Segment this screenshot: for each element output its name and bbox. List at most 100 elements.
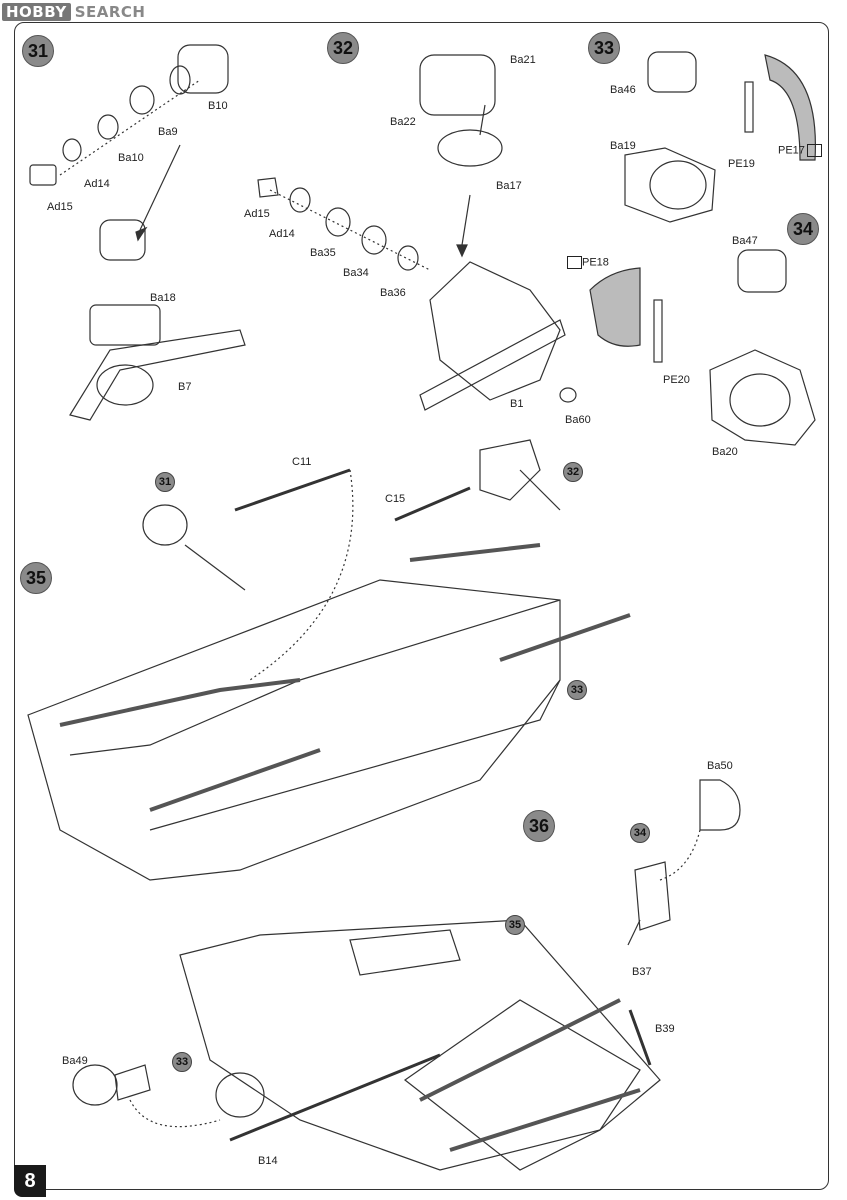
label-c11: C11	[292, 456, 312, 468]
part-ba60	[559, 387, 577, 403]
chassis-35	[27, 579, 561, 881]
spring-36-a	[419, 998, 621, 1102]
label-b39: B39	[655, 1023, 675, 1035]
ref-34: 34	[630, 823, 650, 843]
guide-36-b	[129, 1099, 221, 1128]
step-35-badge: 35	[20, 562, 52, 594]
part-ba49-mount	[114, 1064, 151, 1101]
part-ad14-32	[289, 187, 311, 213]
part-b1-housing	[429, 261, 561, 401]
step-36-badge: 36	[523, 810, 555, 842]
label-ba46: Ba46	[610, 84, 636, 96]
label-ba18: Ba18	[150, 292, 176, 304]
ref-35: 35	[505, 915, 525, 935]
ref-32: 32	[563, 462, 583, 482]
watermark: HOBBY SEARCH	[2, 2, 146, 22]
hub-36	[215, 1072, 265, 1118]
photo-etch-icon	[567, 256, 582, 269]
part-ba36	[397, 245, 419, 271]
spring-36-b	[449, 1088, 641, 1152]
label-b10: B10	[208, 100, 228, 112]
part-ba10	[97, 114, 119, 140]
part-b37	[627, 919, 641, 946]
label-pe18-text: PE18	[582, 256, 609, 269]
guide-35	[249, 469, 354, 681]
part-ba34	[361, 225, 387, 255]
shaft-35	[184, 544, 246, 591]
part-c11	[234, 468, 351, 512]
step-33-badge: 33	[588, 32, 620, 64]
part-b10-housing	[177, 44, 229, 94]
label-pe17-text: PE17	[778, 144, 805, 157]
page-frame	[14, 22, 829, 1190]
label-ba21: Ba21	[510, 54, 536, 66]
chassis-35-lower	[149, 679, 561, 831]
label-pe19: PE19	[728, 158, 755, 170]
part-ad15	[29, 164, 57, 186]
guide-36-a	[659, 829, 701, 881]
label-pe18: PE18	[565, 256, 609, 269]
part-pe19	[744, 81, 754, 133]
part-hub-31	[99, 219, 146, 261]
part-ba9	[129, 85, 155, 115]
label-c15: C15	[385, 493, 406, 505]
step-34-badge: 34	[787, 213, 819, 245]
label-b1: B1	[510, 398, 524, 410]
label-ba35: Ba35	[310, 247, 336, 259]
label-ad14-b: Ad14	[269, 228, 295, 240]
part-ba50	[699, 779, 741, 831]
assembly-axis-31	[59, 79, 201, 176]
ref-31: 31	[155, 472, 175, 492]
part-ad14	[62, 138, 82, 162]
label-ba10: Ba10	[118, 152, 144, 164]
part-ba20-ring	[729, 373, 791, 427]
part-b1-axle	[419, 319, 566, 411]
label-ba9: Ba9	[158, 126, 178, 138]
label-ba60: Ba60	[565, 414, 591, 426]
ref-33-a: 33	[567, 680, 587, 700]
part-ba49	[72, 1064, 118, 1106]
part-ba19-ring	[649, 160, 707, 210]
ref-33-b: 33	[172, 1052, 192, 1072]
spring-35-a	[59, 678, 301, 727]
part-b10-face	[169, 65, 191, 95]
label-b37: B37	[632, 966, 652, 978]
label-ba50: Ba50	[707, 760, 733, 772]
spring-35-d	[499, 613, 631, 662]
axle-35	[519, 469, 561, 511]
part-b39	[628, 1009, 652, 1066]
part-ba18	[89, 304, 161, 346]
label-b7: B7	[178, 381, 192, 393]
part-34-hub	[634, 861, 671, 931]
part-ba35	[325, 207, 351, 237]
label-b14: B14	[258, 1155, 278, 1167]
part-ba20	[709, 349, 816, 446]
arrow-ba17	[479, 104, 486, 136]
step-31-badge: 31	[22, 35, 54, 67]
part-b7-axle	[69, 329, 246, 421]
watermark-text: SEARCH	[74, 3, 146, 21]
arrow-31	[139, 144, 181, 231]
arrow-32	[461, 194, 471, 246]
spring-35-b	[149, 748, 321, 812]
watermark-logo: HOBBY	[2, 3, 71, 21]
diff-36	[349, 929, 461, 976]
label-ba22: Ba22	[390, 116, 416, 128]
label-ba17: Ba17	[496, 180, 522, 192]
label-ba49: Ba49	[62, 1055, 88, 1067]
part-ba22-housing	[419, 54, 496, 116]
part-ba19	[624, 147, 716, 223]
step-32-badge: 32	[327, 32, 359, 64]
label-ba20: Ba20	[712, 446, 738, 458]
arrow-head-31	[135, 226, 148, 242]
label-ad15-b: Ad15	[244, 208, 270, 220]
label-pe20: PE20	[663, 374, 690, 386]
spring-35-c	[409, 543, 541, 562]
diff-35	[479, 439, 541, 501]
label-ba36: Ba36	[380, 287, 406, 299]
label-pe17: PE17	[778, 144, 822, 157]
photo-etch-icon	[806, 144, 822, 157]
label-ad14-a: Ad14	[84, 178, 110, 190]
part-ad15-32	[257, 177, 279, 198]
